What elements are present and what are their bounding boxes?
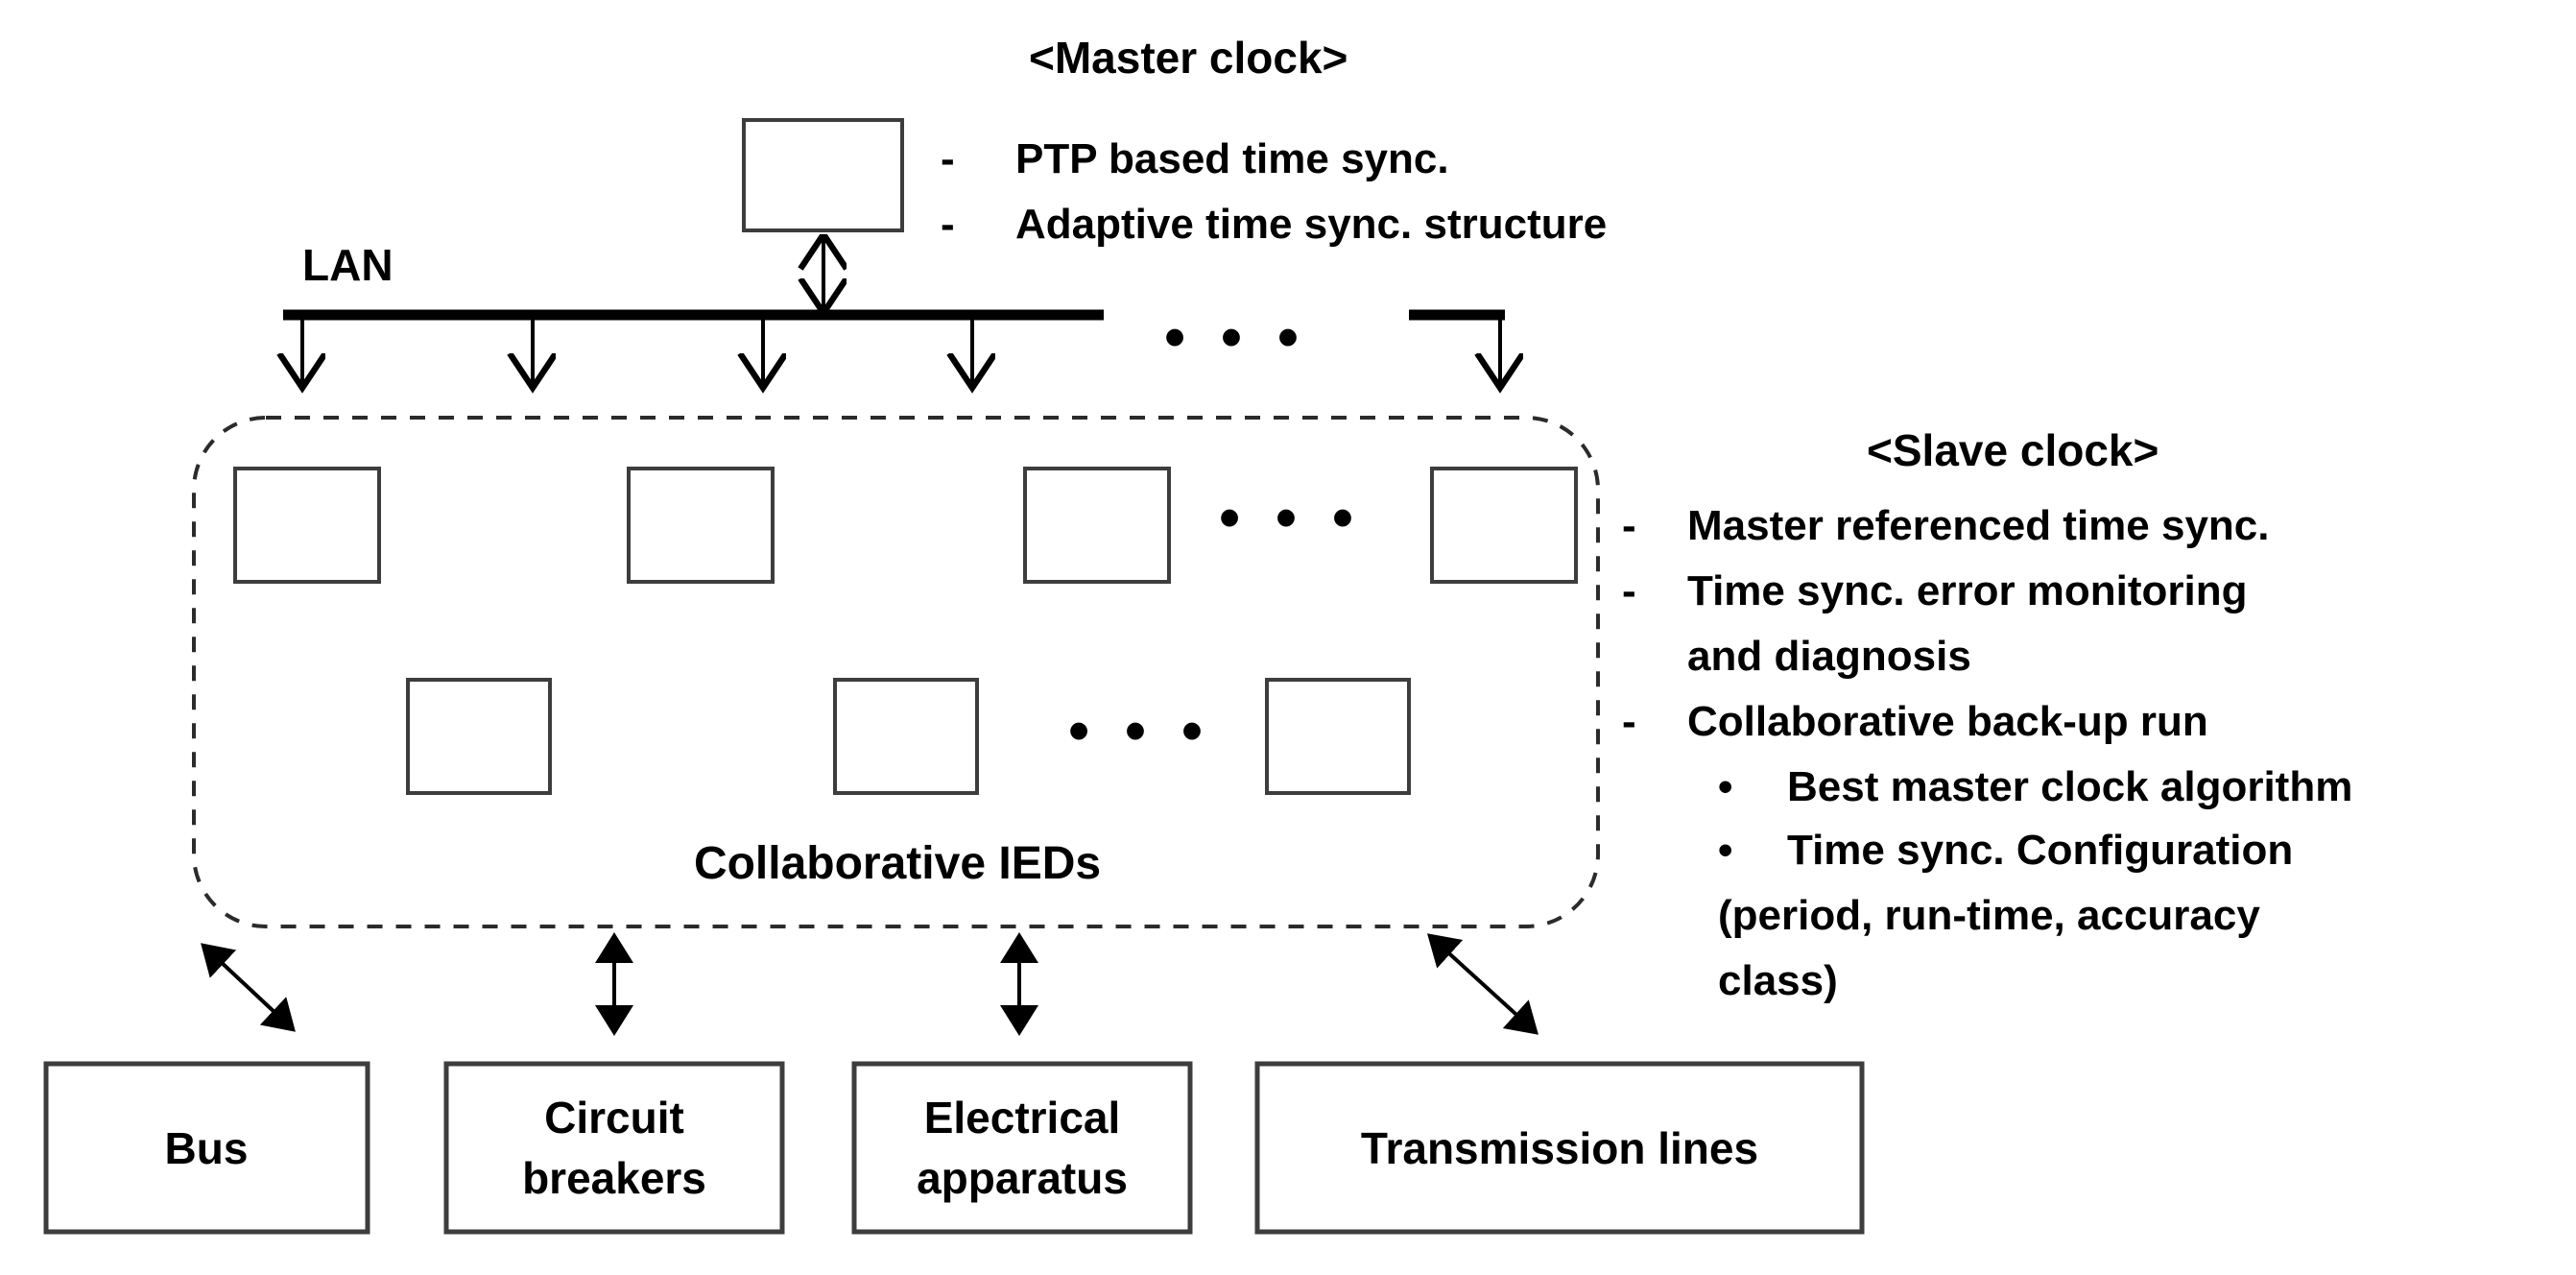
master-bullet-marker-1: -: [941, 201, 955, 248]
ied-row1-ellipsis: • • •: [1219, 485, 1363, 551]
slave-bullet-text-1: Time sync. error monitoring: [1687, 567, 2248, 614]
slave-bullet-text-3: Collaborative back-up run: [1687, 698, 2208, 745]
ied-box-r2-2: [833, 678, 979, 795]
collaborative-ieds-region: [192, 416, 1600, 928]
slave-bullet-marker-5: •: [1718, 827, 1732, 874]
ied-box-r1-2: [627, 467, 775, 584]
slave-bullet-text-5: Time sync. Configuration: [1787, 827, 2293, 874]
ied-box-r1-4: [1430, 467, 1578, 584]
slave-bullet-marker-0: -: [1622, 502, 1636, 549]
slave-bullet-marker-4: •: [1718, 763, 1732, 810]
collaborative-ieds-label: Collaborative IEDs: [694, 838, 1101, 889]
equipment-label-circuit-breakers-line2: breakers: [522, 1153, 706, 1203]
equipment-box-circuit-breakers: [443, 1061, 785, 1235]
equipment-label-circuit-breakers-line1: Circuit: [544, 1093, 684, 1143]
lan-label: LAN: [302, 240, 394, 290]
link-arrow-bus: [201, 943, 296, 1032]
equipment-label-electrical-apparatus-line2: apparatus: [917, 1153, 1128, 1203]
ied-box-r1-3: [1023, 467, 1171, 584]
ied-box-r1-1: [233, 467, 381, 584]
slave-clock-heading: <Slave clock>: [1867, 425, 2159, 475]
slave-bullet-text-6: (period, run-time, accuracy: [1718, 892, 2260, 939]
slave-bullet-text-4: Best master clock algorithm: [1787, 763, 2352, 810]
equipment-label-transmission-lines-line1: Transmission lines: [1361, 1123, 1758, 1173]
slave-bullet-marker-3: -: [1622, 698, 1636, 745]
slave-bullet-text-0: Master referenced time sync.: [1687, 502, 2270, 549]
master-bullet-text-1: Adaptive time sync. structure: [1015, 201, 1607, 248]
slave-bullet-marker-1: -: [1622, 567, 1636, 614]
equipment-box-bus: [43, 1061, 370, 1235]
master-bullet-marker-0: -: [941, 135, 955, 182]
equipment-box-transmission-lines: [1254, 1061, 1865, 1235]
master-clock-box: [742, 118, 904, 232]
ied-row2-ellipsis: • • •: [1068, 698, 1212, 764]
slave-bullet-text-7: class): [1718, 957, 1838, 1004]
equipment-label-electrical-apparatus-line1: Electrical: [924, 1093, 1121, 1143]
master-bullet-text-0: PTP based time sync.: [1015, 135, 1449, 182]
lan-bus-ellipsis: • • •: [1164, 304, 1308, 371]
ied-box-r2-3: [1265, 678, 1411, 795]
slave-bullet-text-2: and diagnosis: [1687, 633, 1971, 680]
equipment-label-bus-line1: Bus: [165, 1123, 249, 1173]
ied-box-r2-1: [406, 678, 552, 795]
master-clock-heading: <Master clock>: [1029, 33, 1348, 83]
link-arrow-transmission-lines: [1427, 933, 1538, 1035]
equipment-box-electrical-apparatus: [851, 1061, 1193, 1235]
